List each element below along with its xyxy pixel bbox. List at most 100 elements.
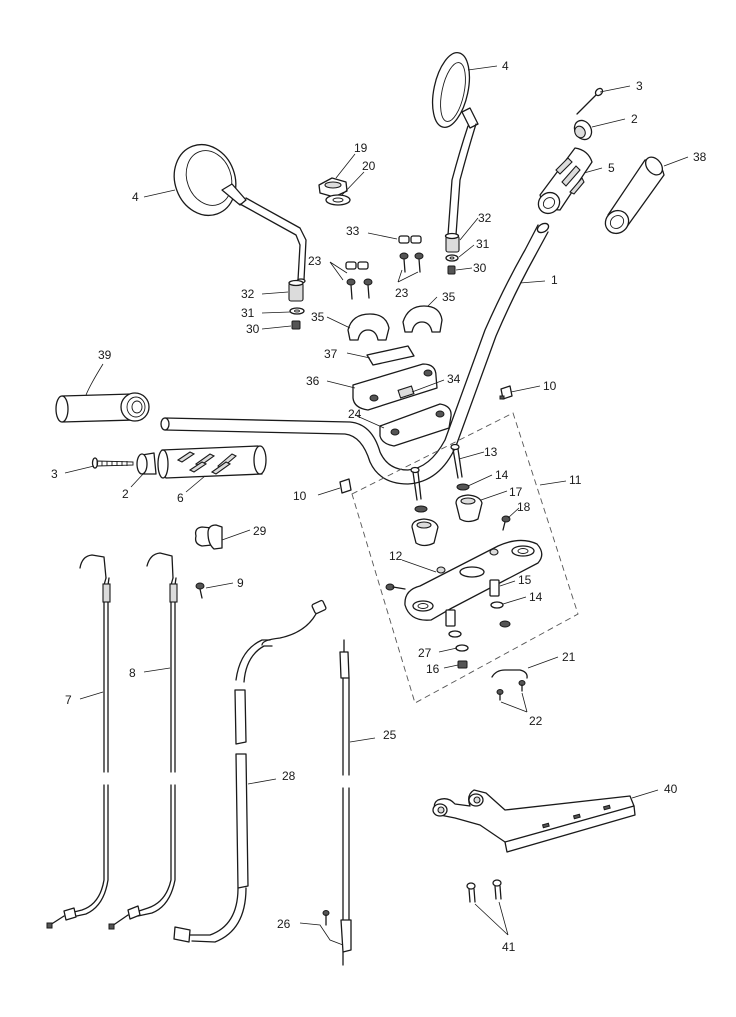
throttle-cable-8 — [108, 552, 178, 930]
adjuster-32-right — [444, 232, 460, 253]
speedo-cable-25 — [339, 639, 352, 966]
callout-41: 41 — [502, 940, 516, 954]
callout-23-right: 23 — [395, 286, 409, 300]
callout-13: 13 — [484, 445, 498, 459]
nut-30-right — [447, 265, 456, 275]
callout-10-lower: 10 — [293, 489, 307, 503]
callout-35-left: 35 — [311, 310, 325, 324]
left-grip — [157, 445, 267, 479]
washer-31-right — [445, 254, 459, 262]
group-box-11 — [351, 412, 579, 704]
callout-22: 22 — [529, 714, 543, 728]
callout-28: 28 — [282, 769, 296, 783]
callout-38: 38 — [693, 150, 707, 164]
callout-32-left: 32 — [241, 287, 255, 301]
callout-1: 1 — [551, 273, 558, 287]
nut-16 — [457, 660, 468, 669]
callout-39: 39 — [98, 348, 112, 362]
callout-19: 19 — [354, 141, 368, 155]
callout-9: 9 — [237, 576, 244, 590]
washer-31-left — [289, 307, 305, 315]
right-end-weight — [573, 119, 593, 141]
callout-3-left: 3 — [51, 467, 58, 481]
bolt-23 — [346, 252, 424, 300]
callout-10-upper: 10 — [543, 379, 557, 393]
callout-40: 40 — [664, 782, 678, 796]
adjuster-32-left — [288, 279, 304, 302]
clamp-24 — [379, 403, 452, 447]
callout-33: 33 — [346, 224, 360, 238]
callout-29: 29 — [253, 524, 267, 538]
callout-11: 11 — [569, 473, 582, 487]
callout-7: 7 — [65, 693, 72, 707]
clamp-35-right — [402, 305, 443, 333]
rubber-17 — [411, 494, 483, 547]
washer-14-upper — [414, 483, 470, 513]
plate-37 — [366, 345, 415, 366]
clip-10-upper — [499, 385, 513, 400]
washer-20 — [325, 194, 351, 206]
callout-6: 6 — [177, 491, 184, 505]
right-grip — [537, 147, 593, 215]
left-end-screw — [91, 457, 134, 469]
callout-17: 17 — [509, 485, 523, 499]
clip-10-lower — [339, 478, 352, 494]
callout-31-left: 31 — [241, 306, 255, 320]
washer-27 — [455, 620, 511, 652]
callout-15: 15 — [518, 573, 532, 587]
callout-14-lower: 14 — [529, 590, 543, 604]
callout-26: 26 — [277, 917, 291, 931]
right-end-screw — [576, 87, 604, 115]
pinch-bolt — [385, 583, 406, 591]
callout-18: 18 — [517, 500, 531, 514]
clutch-cable-28 — [173, 599, 327, 943]
callout-32-right: 32 — [478, 211, 492, 225]
left-end-weight — [136, 452, 157, 475]
callout-36: 36 — [306, 374, 320, 388]
callout-20: 20 — [362, 159, 376, 173]
spacer-15 — [445, 579, 500, 627]
callout-3-right: 3 — [636, 79, 643, 93]
callout-14-upper: 14 — [495, 468, 509, 482]
callout-2-right: 2 — [631, 112, 638, 126]
callout-24: 24 — [348, 407, 362, 421]
callout-5: 5 — [608, 161, 615, 175]
screw-26 — [322, 910, 330, 926]
callout-31-right: 31 — [476, 237, 490, 251]
callout-30-left: 30 — [246, 322, 260, 336]
cap-33 — [345, 235, 422, 270]
bolt-41 — [466, 879, 502, 903]
left-mirror — [173, 143, 307, 284]
clamp-35-left — [347, 313, 390, 341]
callout-4-right: 4 — [502, 59, 509, 73]
callout-34: 34 — [447, 372, 461, 386]
callout-25: 25 — [383, 728, 397, 742]
right-mirror — [431, 52, 479, 239]
top-yoke-12 — [404, 539, 543, 621]
clamp-36 — [352, 363, 438, 411]
grip-39 — [55, 392, 150, 423]
callout-labels: 4 4 3 2 5 38 19 20 33 23 23 32 32 31 31 … — [51, 59, 707, 954]
screw-18 — [501, 515, 511, 531]
nut-30-left — [291, 320, 301, 330]
callout-2-left: 2 — [122, 487, 129, 501]
callout-37: 37 — [324, 347, 338, 361]
callout-30-right: 30 — [473, 261, 487, 275]
callout-16: 16 — [426, 662, 440, 676]
bracket-40 — [432, 789, 636, 853]
callout-21: 21 — [562, 650, 576, 664]
screw-22 — [496, 680, 526, 701]
leader-lines — [64, 65, 689, 946]
callout-27: 27 — [418, 646, 432, 660]
clip-29 — [194, 524, 223, 550]
throttle-cable-7 — [46, 554, 111, 929]
callout-12: 12 — [389, 549, 403, 563]
bracket-21 — [491, 669, 528, 679]
callout-23-left: 23 — [308, 254, 322, 268]
grip-38 — [604, 156, 665, 235]
callout-35-right: 35 — [442, 290, 456, 304]
nut-19 — [318, 177, 348, 198]
bolt-9 — [195, 582, 205, 599]
washer-14-lower — [448, 601, 504, 638]
